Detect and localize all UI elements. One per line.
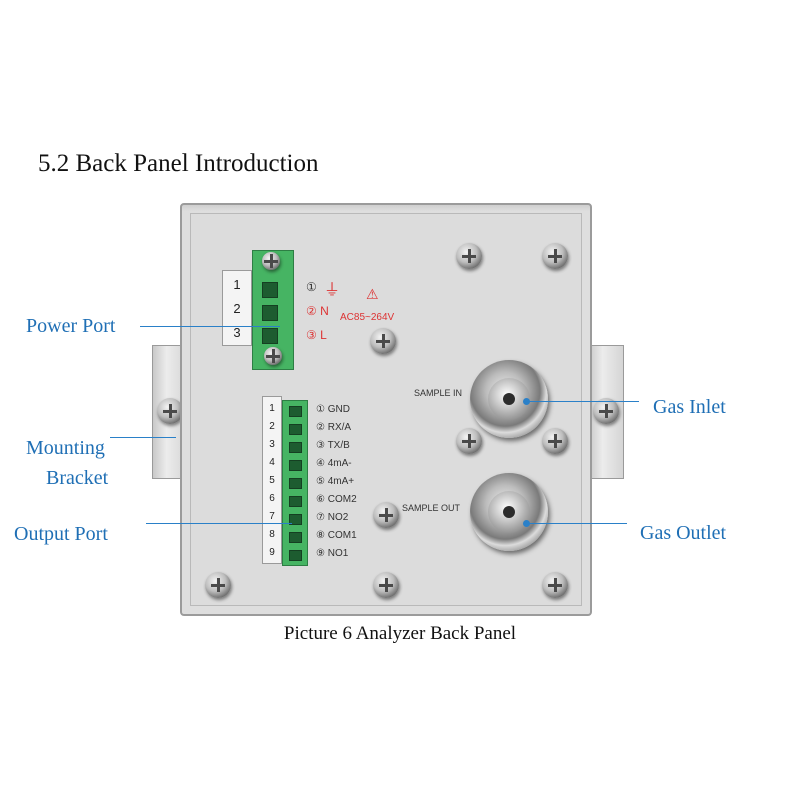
output-terminal-number: 3 <box>269 439 275 450</box>
power-terminal-number: 1 <box>233 277 241 292</box>
output-terminal-slot <box>289 532 302 543</box>
power-label-line: ③ L <box>306 328 327 342</box>
output-terminal-number: 4 <box>269 457 275 468</box>
power-label-ground: ① <box>306 280 317 294</box>
output-terminal-number: 5 <box>269 475 275 486</box>
callout-dot-gas-inlet <box>523 398 530 405</box>
output-terminal-labels: 1 2 3 4 5 6 7 8 9 <box>262 396 282 564</box>
panel-screw <box>205 572 231 598</box>
sample-in-label: SAMPLE IN <box>414 388 463 398</box>
output-label: ⑦ NO2 <box>316 512 349 523</box>
callout-line-gas-outlet <box>527 523 627 524</box>
output-label: ② RX/A <box>316 422 352 433</box>
output-terminal-slot <box>289 496 302 507</box>
output-label: ① GND <box>316 404 350 415</box>
voltage-range: AC85~264V <box>340 312 395 323</box>
output-terminal-slot <box>289 460 302 471</box>
callout-mounting: Mounting <box>26 437 105 459</box>
callout-power-port: Power Port <box>26 315 116 337</box>
power-terminal-number: 3 <box>233 325 241 340</box>
callout-gas-outlet: Gas Outlet <box>640 522 727 544</box>
terminal-screw <box>262 252 280 270</box>
output-label: ④ 4mA- <box>316 458 352 469</box>
gas-outlet-fitting <box>470 473 548 551</box>
callout-line-gas-inlet <box>527 401 639 402</box>
power-terminal-labels: 1 2 3 <box>222 270 252 346</box>
panel-screw <box>373 572 399 598</box>
bracket-screw-left <box>157 398 183 424</box>
callout-line-mounting-bracket <box>110 437 176 438</box>
output-label: ⑨ NO1 <box>316 548 349 559</box>
sample-out-label: SAMPLE OUT <box>402 503 461 513</box>
power-terminal-slot <box>262 282 278 298</box>
output-label: ③ TX/B <box>316 440 350 451</box>
output-terminal-slot <box>289 442 302 453</box>
section-heading: 5.2 Back Panel Introduction <box>38 150 319 177</box>
panel-screw <box>373 502 399 528</box>
panel-screw <box>542 572 568 598</box>
terminal-screw <box>264 347 282 365</box>
output-terminal-slot <box>289 478 302 489</box>
output-terminal-number: 8 <box>269 529 275 540</box>
power-terminal-slot <box>262 328 278 344</box>
output-terminal-number: 6 <box>269 493 275 504</box>
callout-gas-inlet: Gas Inlet <box>653 396 726 418</box>
power-terminal-number: 2 <box>233 301 241 316</box>
output-terminal-slot <box>289 550 302 561</box>
panel-screw <box>370 328 396 354</box>
bracket-screw-right <box>593 398 619 424</box>
callout-line-power-port <box>140 326 280 327</box>
output-terminal-slot <box>289 424 302 435</box>
gas-inlet-fitting <box>470 360 548 438</box>
high-voltage-warning-icon: ⚠ <box>366 286 379 302</box>
power-label-neutral: ② N <box>306 304 329 318</box>
callout-line-output-port <box>146 523 292 524</box>
callout-output-port: Output Port <box>14 523 108 545</box>
output-terminal-slot <box>289 406 302 417</box>
output-terminal-number: 9 <box>269 547 275 558</box>
callout-dot-gas-outlet <box>523 520 530 527</box>
panel-screw <box>542 428 568 454</box>
callout-bracket: Bracket <box>46 467 109 489</box>
panel-screw <box>456 243 482 269</box>
output-terminal-number: 1 <box>269 403 275 414</box>
ground-icon: ⏚ <box>324 282 341 299</box>
output-label: ⑥ COM2 <box>316 494 357 505</box>
output-label: ⑧ COM1 <box>316 530 357 541</box>
panel-screw <box>456 428 482 454</box>
figure-caption: Picture 6 Analyzer Back Panel <box>283 623 517 644</box>
power-terminal-slot <box>262 305 278 321</box>
output-terminal-number: 7 <box>269 511 275 522</box>
output-label: ⑤ 4mA+ <box>316 476 355 487</box>
output-terminal-number: 2 <box>269 421 275 432</box>
panel-screw <box>542 243 568 269</box>
output-terminal-slot <box>289 514 302 525</box>
